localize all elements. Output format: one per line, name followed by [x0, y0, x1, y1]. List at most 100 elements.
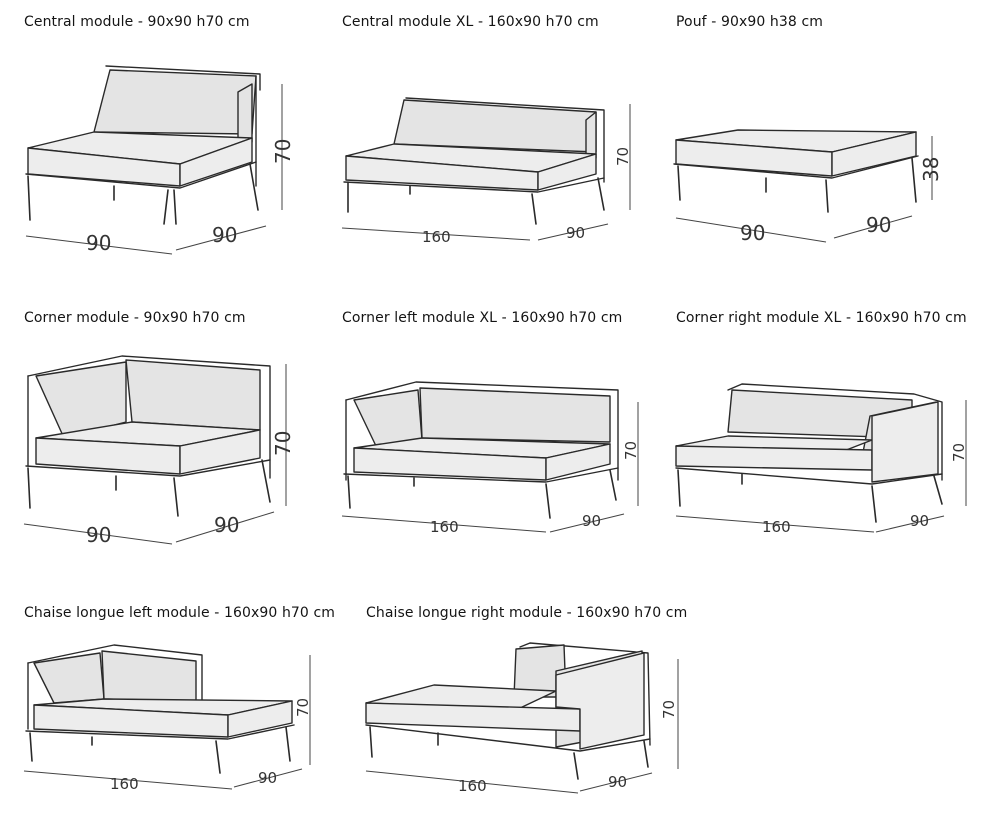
corner-right-module-xl-drawing: 160 90 70	[675, 383, 968, 536]
depth-label: 90	[582, 512, 601, 530]
leg	[933, 475, 943, 505]
base-frame	[343, 177, 605, 193]
module-title: Central module - 90x90 h70 cm	[24, 14, 250, 30]
leg	[871, 485, 877, 523]
depth-dimension-line	[175, 225, 267, 251]
side-backrest	[35, 361, 127, 439]
leg	[261, 459, 271, 503]
module-corner: Corner module - 90x90 h70 cm 90 90 70	[23, 310, 324, 570]
depth-label: 90	[866, 213, 891, 237]
corner-left-module-xl-drawing: 160 90 70	[341, 381, 640, 536]
leg	[545, 483, 551, 519]
depth-dimension-line	[579, 772, 653, 792]
base-frame	[675, 467, 943, 485]
leg	[609, 469, 617, 501]
leg	[215, 740, 221, 774]
width-dimension-line	[23, 523, 173, 545]
width-label: 160	[110, 775, 139, 793]
width-label: 160	[762, 518, 791, 536]
side-backrest	[353, 389, 423, 447]
back-frame	[519, 642, 651, 746]
backrest	[93, 69, 257, 135]
module-corner-left-xl: Corner left module XL - 160x90 h70 cm 16…	[341, 310, 662, 570]
backrest	[125, 359, 261, 431]
height-label: 70	[622, 441, 640, 460]
module-pouf: Pouf - 90x90 h38 cm 90 90 38	[673, 14, 976, 274]
seat-side	[179, 429, 261, 475]
leg	[531, 193, 537, 225]
depth-label: 90	[566, 224, 585, 242]
module-central-xl: Central module XL - 160x90 h70 cm 160 90…	[341, 14, 662, 274]
height-label: 70	[271, 431, 295, 456]
height-label: 70	[950, 443, 968, 462]
module-title: Chaise longue right module - 160x90 h70 …	[366, 605, 688, 621]
width-label: 90	[86, 523, 111, 547]
base-frame	[673, 155, 919, 179]
leg	[285, 726, 291, 762]
back-frame	[27, 355, 271, 479]
chaise-longue-left-drawing: 160 90 70	[23, 644, 312, 793]
module-title: Corner module - 90x90 h70 cm	[24, 310, 246, 326]
width-label: 160	[422, 228, 451, 246]
width-dimension-line	[365, 770, 579, 794]
module-title: Corner left module XL - 160x90 h70 cm	[342, 310, 623, 326]
base-frame	[25, 724, 295, 740]
base-frame	[343, 467, 619, 483]
backrest	[101, 650, 197, 702]
base-frame	[25, 459, 271, 477]
leg	[825, 179, 829, 213]
depth-label: 90	[608, 773, 627, 791]
depth-label: 90	[910, 512, 929, 530]
width-label: 90	[740, 221, 765, 245]
leg	[573, 752, 579, 780]
module-title: Corner right module XL - 160x90 h70 cm	[676, 310, 967, 326]
seat-front	[365, 702, 581, 732]
backrest	[419, 387, 611, 443]
side-arm	[555, 652, 645, 750]
height-label: 70	[271, 139, 295, 164]
width-label: 160	[458, 777, 487, 795]
side-backrest	[33, 652, 105, 704]
back-frame	[105, 65, 261, 91]
height-label: 70	[614, 147, 632, 166]
back-frame	[405, 97, 605, 183]
height-label: 38	[919, 157, 943, 182]
seat-side	[545, 443, 611, 481]
leg	[369, 726, 373, 758]
leg	[27, 175, 31, 221]
depth-dimension-line	[233, 768, 303, 788]
seat-side	[227, 700, 293, 738]
module-title: Pouf - 90x90 h38 cm	[676, 14, 823, 30]
leg	[249, 163, 259, 211]
leg	[163, 189, 169, 225]
width-dimension-line	[23, 770, 233, 790]
depth-dimension-line	[537, 223, 609, 241]
leg	[677, 165, 681, 201]
width-dimension-line	[341, 227, 531, 241]
chaise-longue-right-drawing: 160 90 70	[365, 642, 679, 795]
height-label: 70	[294, 698, 312, 717]
leg	[173, 189, 177, 225]
side-arm	[871, 401, 939, 483]
module-chaise-left: Chaise longue left module - 160x90 h70 c…	[23, 605, 354, 815]
back-frame	[27, 644, 203, 704]
leg	[27, 467, 31, 509]
leg	[911, 157, 917, 203]
leg	[29, 732, 33, 762]
depth-label: 90	[212, 223, 237, 247]
width-label: 90	[86, 231, 111, 255]
seat-side	[537, 153, 597, 191]
width-dimension-line	[675, 217, 827, 243]
module-corner-right-xl: Corner right module XL - 160x90 h70 cm 1…	[675, 310, 976, 570]
depth-dimension-line	[875, 515, 945, 533]
width-dimension-line	[675, 515, 875, 533]
depth-label: 90	[214, 513, 239, 537]
depth-label: 90	[258, 769, 277, 787]
leg	[597, 177, 605, 211]
back-frame	[345, 381, 619, 481]
depth-dimension-line	[833, 215, 913, 239]
module-title: Central module XL - 160x90 h70 cm	[342, 14, 599, 30]
central-module-drawing: 90 90 70	[25, 65, 295, 255]
module-central: Central module - 90x90 h70 cm 90 90 70	[24, 14, 324, 274]
